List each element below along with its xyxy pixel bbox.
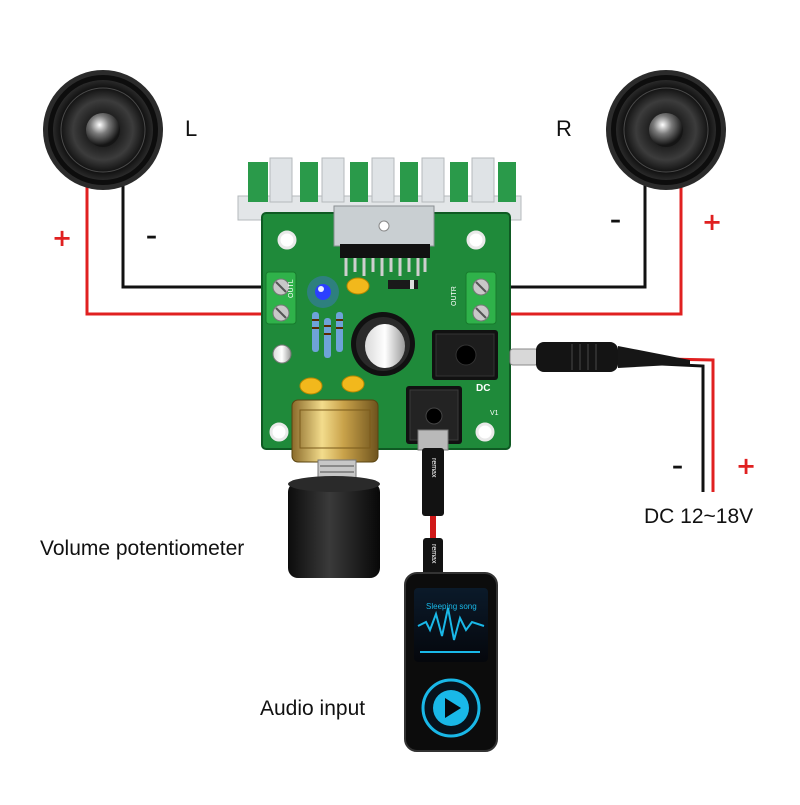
left-speaker — [43, 70, 163, 190]
audio-input-label: Audio input — [260, 697, 366, 720]
resistor-bank — [312, 312, 343, 358]
right-output-terminal — [465, 271, 497, 325]
dc-minus-sign: – — [672, 454, 683, 479]
dc-positive-wire — [619, 356, 715, 492]
right-speaker-wires — [482, 178, 683, 316]
board-outl-silkscreen: OUTL — [288, 279, 295, 298]
right-plus-sign: + — [702, 208, 723, 236]
left-output-terminal — [265, 271, 297, 325]
right-channel-label: R — [556, 116, 572, 141]
ceramic-capacitor — [299, 377, 323, 395]
filter-capacitor — [351, 312, 415, 376]
power-led — [307, 276, 339, 308]
dc-plug — [509, 342, 690, 372]
dc-power-wires — [619, 356, 715, 492]
audio-cable — [417, 429, 449, 583]
right-negative-wire — [482, 178, 647, 289]
right-speaker — [606, 70, 726, 190]
left-positive-wire — [85, 178, 288, 316]
player-song-title: Sleeping song — [426, 602, 477, 611]
dc-power-jack — [432, 330, 498, 380]
board-outr-silkscreen: OUTR — [451, 286, 458, 306]
right-positive-wire — [482, 178, 683, 316]
ceramic-capacitor — [346, 277, 370, 295]
cable-brand-upper: remax — [430, 458, 437, 478]
mounting-hole — [466, 230, 486, 250]
volume-potentiometer — [288, 399, 380, 578]
ceramic-capacitor — [341, 375, 365, 393]
board-dc-silkscreen: DC — [476, 383, 491, 394]
dc-plus-sign: + — [736, 452, 757, 480]
mounting-hole — [475, 422, 495, 442]
dc-negative-wire — [619, 360, 705, 492]
left-channel-label: L — [185, 116, 198, 141]
left-speaker-wires — [85, 178, 288, 316]
left-plus-sign: + — [52, 224, 73, 252]
volume-potentiometer-label: Volume potentiometer — [40, 537, 245, 560]
amplifier-ic — [333, 205, 435, 276]
amplifier-board — [261, 205, 511, 450]
left-negative-wire — [121, 178, 288, 289]
left-minus-sign: – — [146, 224, 157, 249]
play-icon — [445, 698, 461, 718]
small-capacitor — [272, 344, 292, 364]
music-player — [404, 572, 498, 752]
dc-voltage-label: DC 12~18V — [644, 505, 754, 528]
cable-brand-lower: remax — [430, 544, 437, 564]
right-minus-sign: – — [610, 208, 621, 233]
waveform — [417, 607, 485, 641]
board-version-silkscreen: V1 — [490, 410, 499, 417]
diode — [388, 280, 418, 289]
mounting-hole — [277, 230, 297, 250]
mounting-hole — [269, 422, 289, 442]
